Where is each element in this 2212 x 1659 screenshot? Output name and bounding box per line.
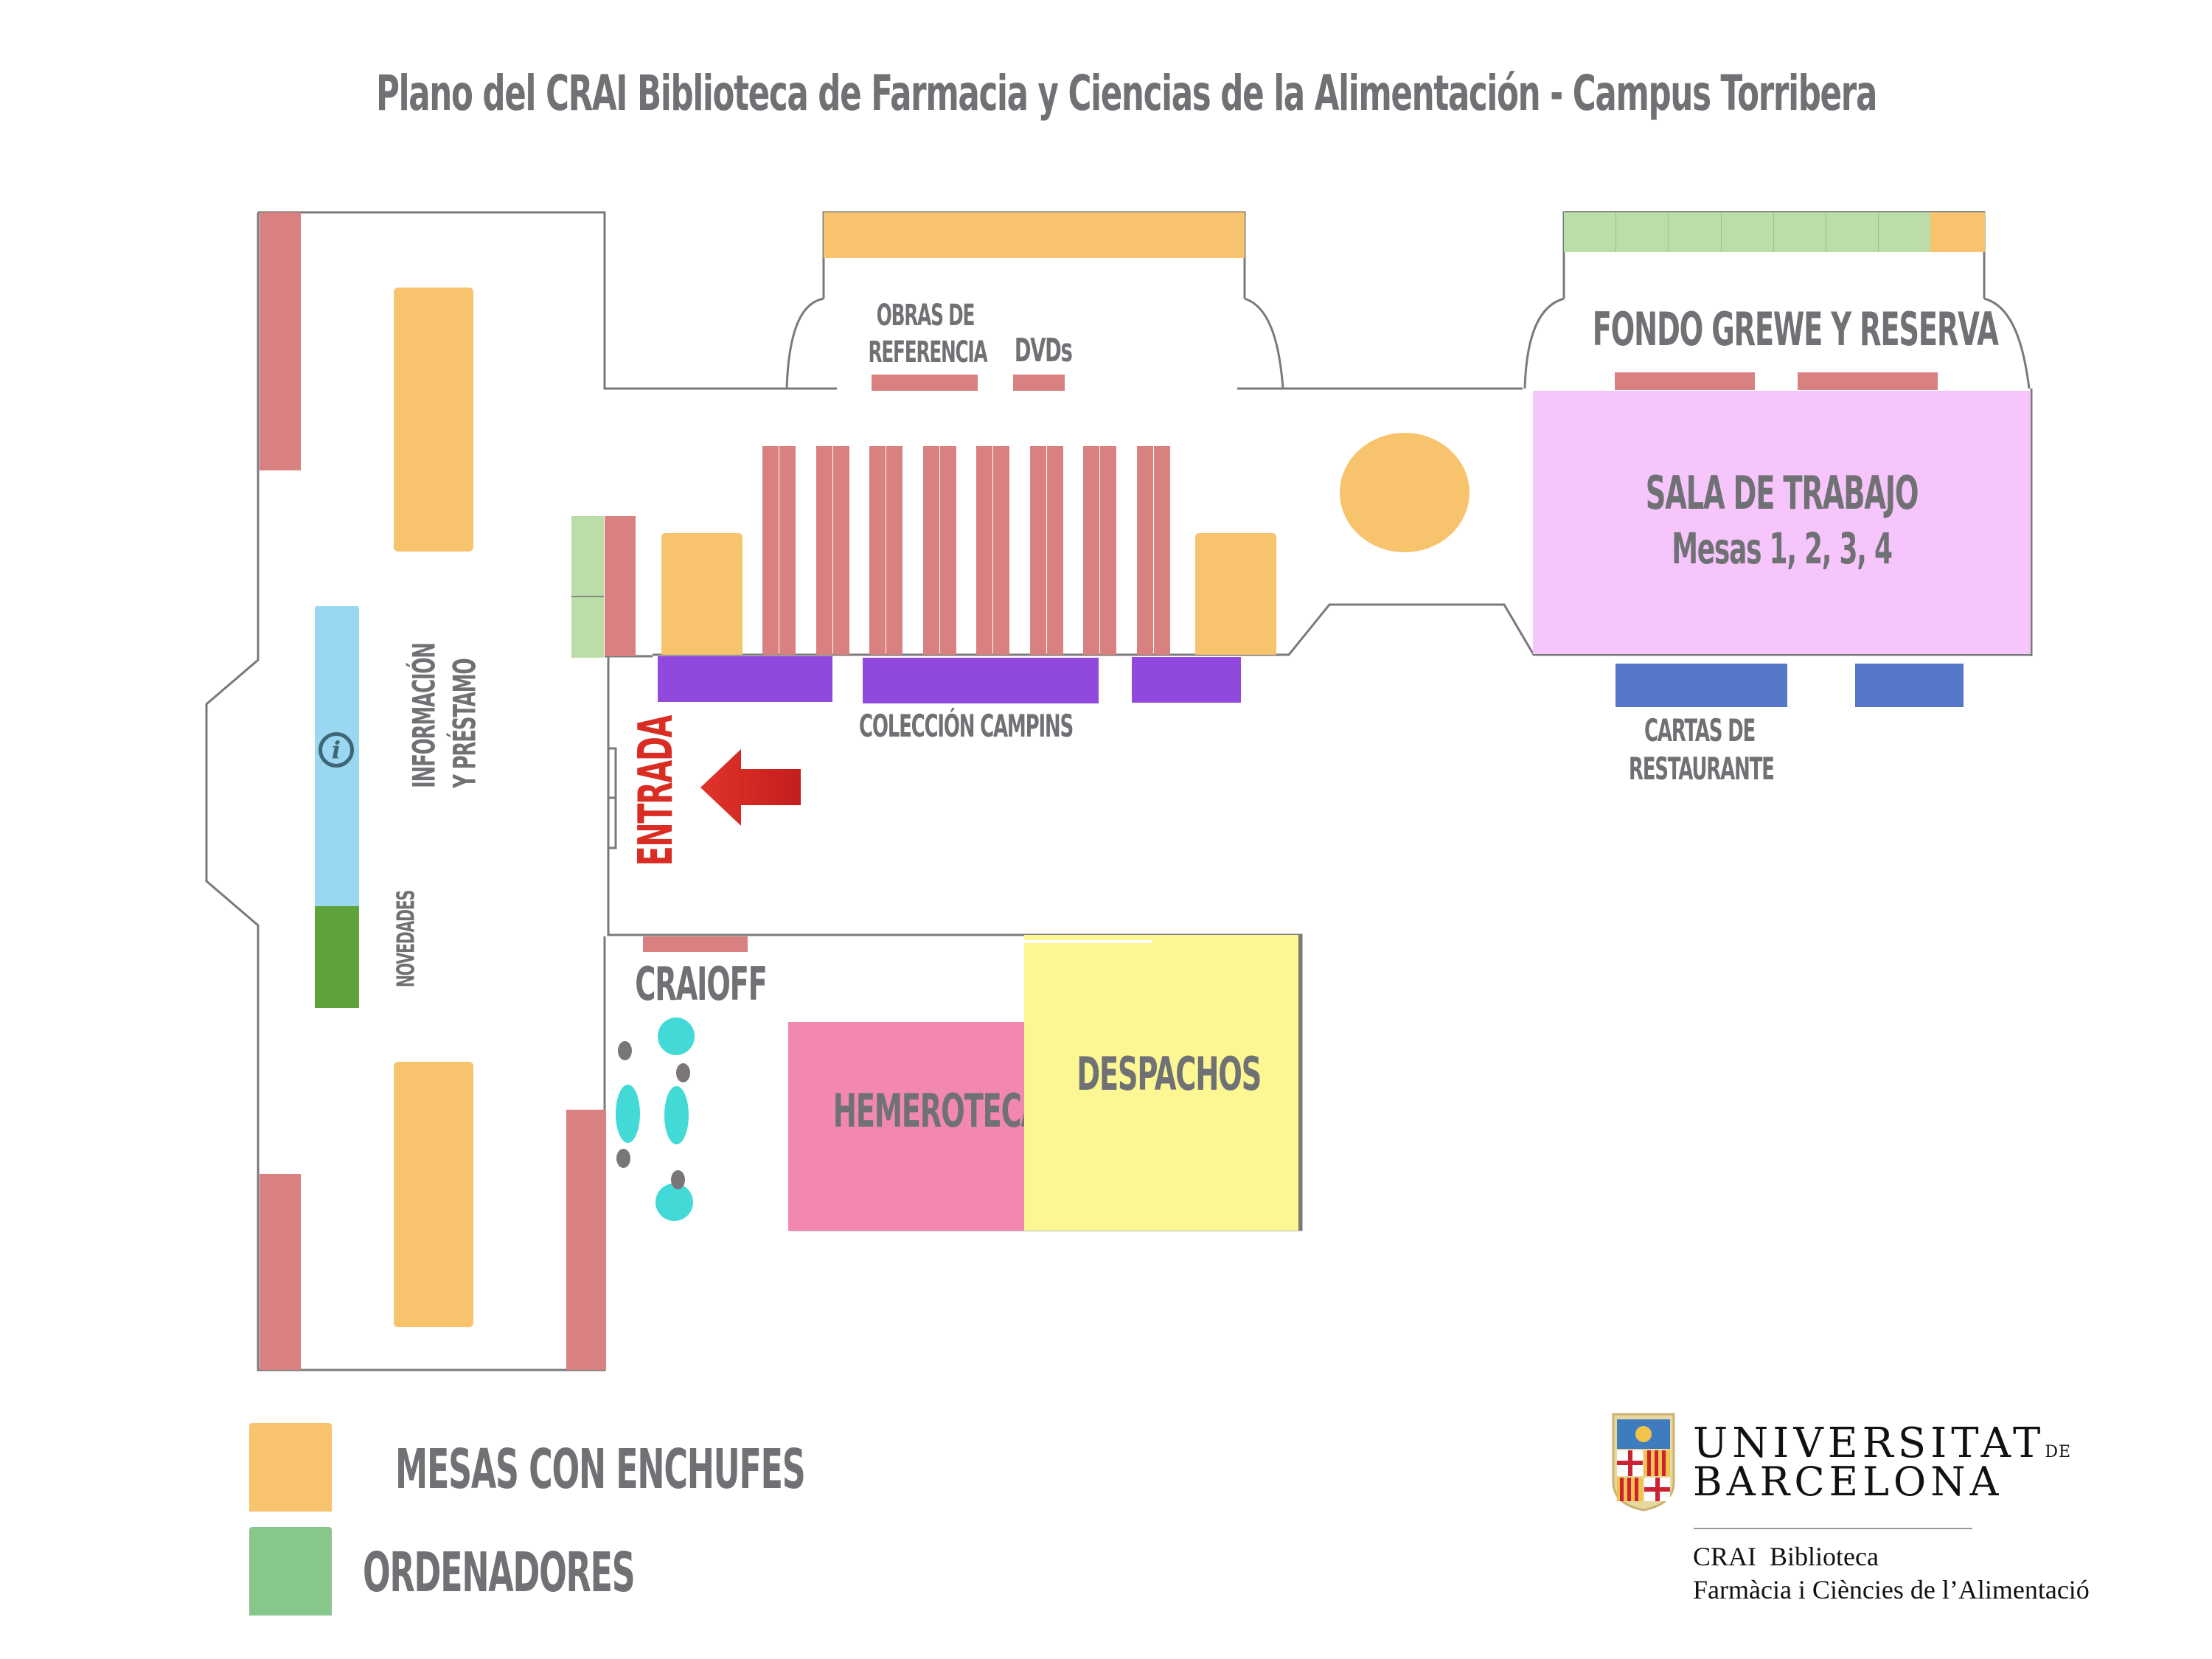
double-shelf-unit — [1153, 446, 1170, 655]
craioff-seat — [618, 1041, 632, 1060]
logo-university-line1: UNIVERSITATDE — [1693, 1419, 2071, 1467]
label-dvds: DVDs — [1014, 332, 1073, 369]
grewe-alcove-left-curve — [1523, 297, 1565, 389]
label-hemeroteca: HEMEROTECA — [832, 1084, 1043, 1138]
campins-shelf-2 — [863, 658, 1099, 703]
shelf-left-top — [260, 212, 301, 470]
despachos[interactable] — [1024, 935, 1301, 1231]
legend-label-mesas: MESAS CON ENCHUFES — [395, 1438, 806, 1501]
table-outlets-corridor-left — [661, 533, 742, 655]
despachos-divider — [1024, 940, 1152, 943]
label-novedades: NOVEDADES — [391, 890, 420, 988]
hemeroteca[interactable] — [788, 1022, 1024, 1231]
double-shelf-unit — [1046, 446, 1063, 655]
table-outlets-grewe — [1930, 212, 1986, 252]
table-outlets-left-top — [394, 288, 473, 552]
shelf-grewe-1 — [1615, 372, 1755, 390]
novedades-shelf — [315, 906, 359, 1008]
label-fondo-grewe: FONDO GREWE Y RESERVA — [1592, 302, 1999, 356]
logo-divider — [1694, 1528, 1972, 1529]
shelf-craioff — [643, 936, 748, 952]
craioff-seat — [676, 1063, 690, 1082]
computer — [1826, 212, 1879, 252]
double-shelf-unit — [939, 446, 956, 655]
info-icon: i — [319, 732, 354, 768]
double-shelf-unit — [1100, 446, 1116, 655]
grewe-computer-row — [1564, 211, 1986, 252]
logo-university-line2: BARCELONA — [1693, 1458, 2003, 1505]
label-obras-line2: REFERENCIA — [868, 335, 988, 369]
label-sala-mesas: Mesas 1, 2, 3, 4 — [1672, 524, 1893, 574]
round-table-outlets — [1340, 433, 1470, 552]
craioff-table — [658, 1018, 695, 1055]
craioff-seat — [671, 1170, 685, 1189]
grewe-alcove-right-curve — [1983, 297, 2031, 389]
logo-crai-line2: Farmàcia i Ciències de l’Alimentació — [1693, 1575, 2090, 1604]
reference-alcove-left-curve — [785, 297, 824, 389]
cartas-shelf-1 — [1615, 664, 1787, 707]
legend-swatch-ordenadores — [249, 1527, 332, 1615]
logo-de: DE — [2045, 1443, 2072, 1461]
craioff-table — [655, 1183, 693, 1221]
double-shelf-unit — [993, 446, 1009, 655]
label-entrada: ENTRADA — [629, 715, 684, 866]
double-shelf-unit — [779, 446, 796, 655]
campins-shelf-3 — [1132, 657, 1241, 703]
label-informacion-line2: Y PRÉSTAMO — [446, 658, 483, 788]
label-craioff: CRAIOFF — [635, 957, 768, 1011]
double-shelf-unit — [1029, 446, 1046, 655]
label-obras-line1: OBRAS DE — [876, 299, 975, 333]
cartas-shelf-2 — [1855, 664, 1964, 707]
double-shelf-unit — [815, 446, 832, 655]
table-outlets-left-bottom — [394, 1062, 473, 1327]
computer-corridor-1 — [571, 516, 604, 597]
craioff-table — [664, 1086, 689, 1144]
computer — [1669, 212, 1722, 252]
double-shelf-unit — [886, 446, 902, 655]
shelf-corridor-left — [605, 516, 636, 656]
double-shelf-unit — [1083, 446, 1099, 655]
double-shelf-unit — [976, 446, 992, 655]
left-wing-outer-wall — [205, 212, 606, 1371]
computer-corridor-2 — [571, 597, 604, 658]
label-sala-de-trabajo: SALA DE TRABAJO — [1645, 466, 1919, 520]
campins-shelf-1 — [658, 656, 832, 702]
computer — [1773, 212, 1826, 252]
double-shelf-unit — [869, 446, 886, 655]
reference-alcove-right-curve — [1244, 297, 1284, 389]
double-shelf-unit — [762, 446, 779, 655]
corridor-bottom-wall — [653, 603, 2031, 656]
computer — [1879, 212, 1931, 252]
shelf-grewe-2 — [1798, 372, 1938, 390]
label-informacion-line1: INFORMACIÓN — [406, 643, 442, 788]
computer — [1616, 212, 1669, 252]
left-wing-wall — [258, 211, 837, 390]
logo-universitat: UNIVERSITAT — [1693, 1419, 2045, 1467]
label-cartas-line1: CARTAS DE — [1644, 712, 1756, 748]
computer — [1564, 212, 1617, 252]
shelf-left-right-bottom — [566, 1110, 606, 1370]
legend-swatch-mesas — [249, 1423, 332, 1512]
label-coleccion-campins: COLECCIÓN CAMPINS — [859, 708, 1074, 744]
page-title: Plano del CRAI Biblioteca de Farmacia y … — [375, 65, 1877, 122]
logo-crai-line1: CRAI Biblioteca — [1693, 1542, 1879, 1571]
double-shelf-unit — [922, 446, 939, 655]
shelf-left-bottom — [260, 1174, 301, 1370]
label-cartas-line2: RESTAURANTE — [1628, 751, 1775, 787]
craioff-seat — [616, 1149, 630, 1168]
label-despachos: DESPACHOS — [1077, 1047, 1262, 1101]
computer — [1721, 212, 1774, 252]
double-shelf-unit — [832, 446, 849, 655]
legend-label-ordenadores: ORDENADORES — [363, 1541, 636, 1604]
sala-de-trabajo[interactable] — [1533, 391, 2031, 654]
craioff-table — [616, 1085, 640, 1143]
shelf-dvds — [1013, 375, 1065, 391]
table-outlets-reference — [824, 212, 1245, 258]
double-shelf-unit — [1136, 446, 1153, 655]
table-outlets-corridor-right — [1195, 533, 1276, 655]
shelf-obras-referencia — [872, 375, 978, 391]
